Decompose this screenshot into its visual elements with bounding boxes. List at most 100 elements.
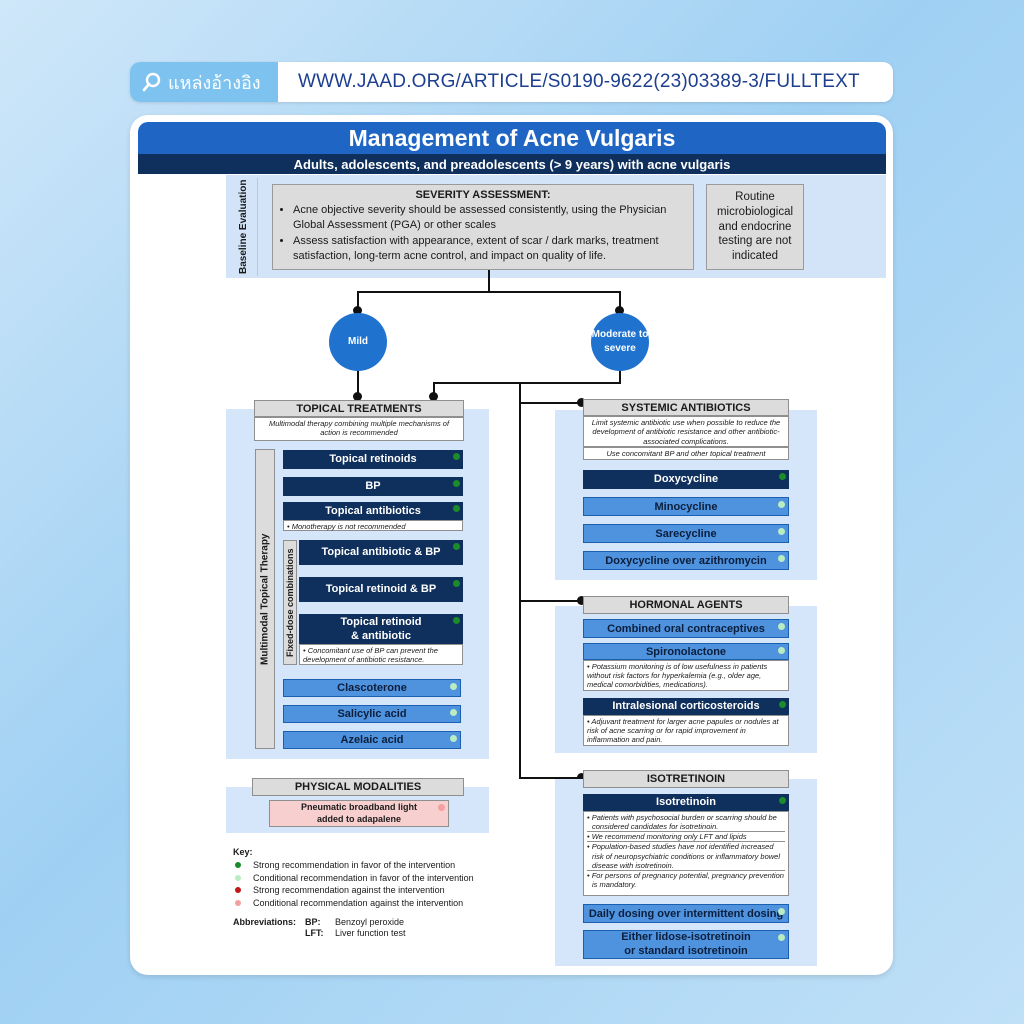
source-bar: แหล่งอ้างอิง WWW.JAAD.ORG/ARTICLE/S0190-… (130, 62, 893, 102)
severity-title: SEVERITY ASSESSMENT: (415, 189, 551, 201)
conditional-favor-dot (450, 683, 457, 690)
connector (433, 382, 621, 384)
strong-favor-dot (779, 701, 786, 708)
legend-dot (235, 900, 241, 907)
connector (519, 402, 581, 404)
junction-dot (577, 398, 586, 407)
isotretinoin-note: • We recommend monitoring only LFT and l… (587, 831, 785, 841)
page-subtitle: Adults, adolescents, and preadolescents … (138, 154, 886, 174)
topical-retinoid-antibiotic: Topical retinoid& antibiotic (299, 614, 463, 644)
isotretinoin: Isotretinoin (583, 794, 789, 811)
severity-point: Acne objective severity should be assess… (293, 203, 685, 233)
strong-favor-dot (453, 505, 460, 512)
salicylic-acid: Salicylic acid (283, 705, 461, 723)
doxycycline: Doxycycline (583, 470, 789, 489)
minocycline: Minocycline (583, 497, 789, 516)
legend-dot (235, 861, 241, 868)
mild-node: Mild (329, 313, 387, 371)
junction-dot (429, 392, 438, 401)
severity-point: Assess satisfaction with appearance, ext… (293, 234, 685, 264)
spironolactone: Spironolactone (583, 643, 789, 660)
conditional-favor-dot (450, 735, 457, 742)
connector (519, 600, 581, 602)
conditional-favor-dot (778, 623, 785, 630)
routine-testing-box: Routine microbiological and endocrine te… (706, 184, 804, 270)
severity-assessment-box: SEVERITY ASSESSMENT: Acne objective seve… (272, 184, 694, 270)
retinoid-antibiotic-note: • Concomitant use of BP can prevent the … (299, 644, 463, 665)
isotretinoin-note: • Population-based studies have not iden… (587, 841, 785, 870)
legend-item: Conditional recommendation in favor of t… (233, 872, 474, 885)
intralesional-corticosteroids: Intralesional corticosteroids (583, 698, 789, 715)
legend-item: Conditional recommendation against the i… (233, 897, 474, 910)
isotretinoin-note: • Patients with psychosocial burden or s… (587, 813, 777, 832)
baseline-label: Baseline Evaluation (230, 178, 258, 276)
connector (357, 371, 359, 394)
connector (619, 291, 621, 311)
bp: BP (283, 477, 463, 496)
systemic-note: Limit systemic antibiotic use when possi… (583, 416, 789, 447)
azelaic-acid: Azelaic acid (283, 731, 461, 749)
physical-title: PHYSICAL MODALITIES (252, 778, 464, 796)
doxycycline-over-azithromycin: Doxycycline over azithromycin (583, 551, 789, 570)
conditional-favor-dot (450, 709, 457, 716)
hormonal-title: HORMONAL AGENTS (583, 596, 789, 614)
conditional-favor-dot (778, 501, 785, 508)
junction-dot (353, 306, 362, 315)
topical-retinoid-bp: Topical retinoid & BP (299, 577, 463, 602)
junction-dot (353, 392, 362, 401)
daily-dosing: Daily dosing over intermittent dosing (583, 904, 789, 923)
legend: Key: Strong recommendation in favor of t… (233, 846, 474, 939)
spironolactone-note: • Potassium monitoring is of low usefuln… (583, 660, 789, 691)
topical-antibiotics: Topical antibiotics (283, 502, 463, 520)
systemic-title: SYSTEMIC ANTIBIOTICS (583, 399, 789, 416)
strong-favor-dot (779, 473, 786, 480)
connector (488, 270, 490, 292)
strong-favor-dot (779, 797, 786, 804)
source-label: แหล่งอ้างอิง (130, 62, 278, 102)
connector (357, 291, 359, 311)
connector (519, 777, 581, 779)
page-title: Management of Acne Vulgaris (138, 122, 886, 154)
isotretinoin-title: ISOTRETINOIN (583, 770, 789, 788)
strong-favor-dot (453, 617, 460, 624)
multimodal-label: Multimodal Topical Therapy (255, 449, 275, 749)
topical-antibiotics-note: • Monotherapy is not recommended (283, 520, 463, 531)
topical-note: Multimodal therapy combining multiple me… (254, 417, 464, 441)
junction-dot (615, 306, 624, 315)
conditional-against-dot (438, 804, 445, 811)
conditional-favor-dot (778, 555, 785, 562)
fixed-dose-label: Fixed-dose combinations (283, 540, 297, 665)
source-url[interactable]: WWW.JAAD.ORG/ARTICLE/S0190-9622(23)03389… (298, 71, 860, 92)
junction-dot (577, 596, 586, 605)
intralesional-note: • Adjuvant treatment for larger acne pap… (583, 715, 789, 746)
combined-oral-contraceptives: Combined oral contraceptives (583, 619, 789, 638)
strong-favor-dot (453, 480, 460, 487)
legend-item: Strong recommendation against the interv… (233, 884, 474, 897)
topical-title: TOPICAL TREATMENTS (254, 400, 464, 417)
systemic-note-bp: Use concomitant BP and other topical tre… (583, 447, 789, 460)
sarecycline: Sarecycline (583, 524, 789, 543)
junction-dot (577, 773, 586, 782)
clascoterone: Clascoterone (283, 679, 461, 697)
legend-item: Strong recommendation in favor of the in… (233, 859, 474, 872)
moderate-severe-node: Moderate to severe (591, 313, 649, 371)
search-icon (142, 72, 161, 92)
isotretinoin-notes: • Patients with psychosocial burden or s… (583, 811, 789, 896)
isotretinoin-note: • For persons of pregnancy potential, pr… (587, 869, 785, 889)
conditional-favor-dot (778, 528, 785, 535)
conditional-favor-dot (778, 934, 785, 941)
connector (619, 371, 621, 384)
connector (433, 382, 435, 394)
connector (357, 291, 621, 293)
topical-retinoids: Topical retinoids (283, 450, 463, 469)
strong-favor-dot (453, 453, 460, 460)
topical-antibiotic-bp: Topical antibiotic & BP (299, 540, 463, 565)
legend-title: Key: (233, 847, 253, 857)
strong-favor-dot (453, 543, 460, 550)
legend-dot (235, 887, 241, 894)
source-label-text: แหล่งอ้างอิง (168, 72, 261, 93)
conditional-favor-dot (778, 647, 785, 654)
